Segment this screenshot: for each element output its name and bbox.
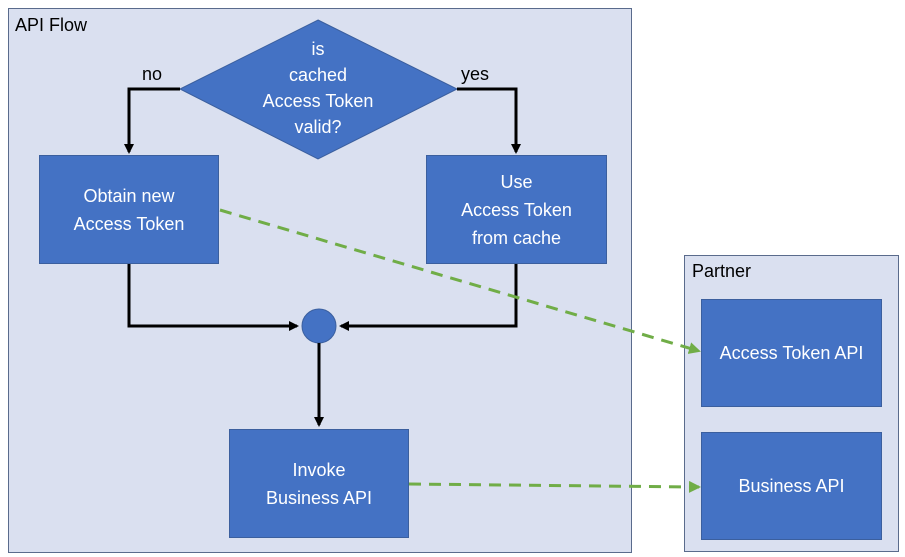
business-api-box: Business API — [701, 432, 882, 540]
obtain-to-access-token-api-arrow — [219, 208, 701, 354]
obtain-to-merge-arrow — [127, 264, 299, 331]
api-flow-title: API Flow — [15, 15, 88, 35]
decision-diamond — [178, 19, 459, 160]
partner-title: Partner — [692, 261, 752, 281]
merge-node — [301, 308, 337, 344]
use-to-merge-arrow — [339, 264, 518, 331]
yes-branch-arrow — [457, 87, 521, 154]
obtain-new-access-token-box: Obtain new Access Token — [39, 155, 219, 264]
no-branch-arrow — [124, 87, 180, 154]
no-label: no — [142, 64, 163, 84]
invoke-business-api-box: Invoke Business API — [229, 429, 409, 538]
yes-label: yes — [461, 64, 490, 84]
invoke-to-business-api-arrow — [408, 480, 701, 493]
use-access-token-from-cache-box: Use Access Token from cache — [426, 155, 607, 264]
access-token-api-box: Access Token API — [701, 299, 882, 407]
decision-text: is cached Access Token valid? — [262, 39, 374, 137]
